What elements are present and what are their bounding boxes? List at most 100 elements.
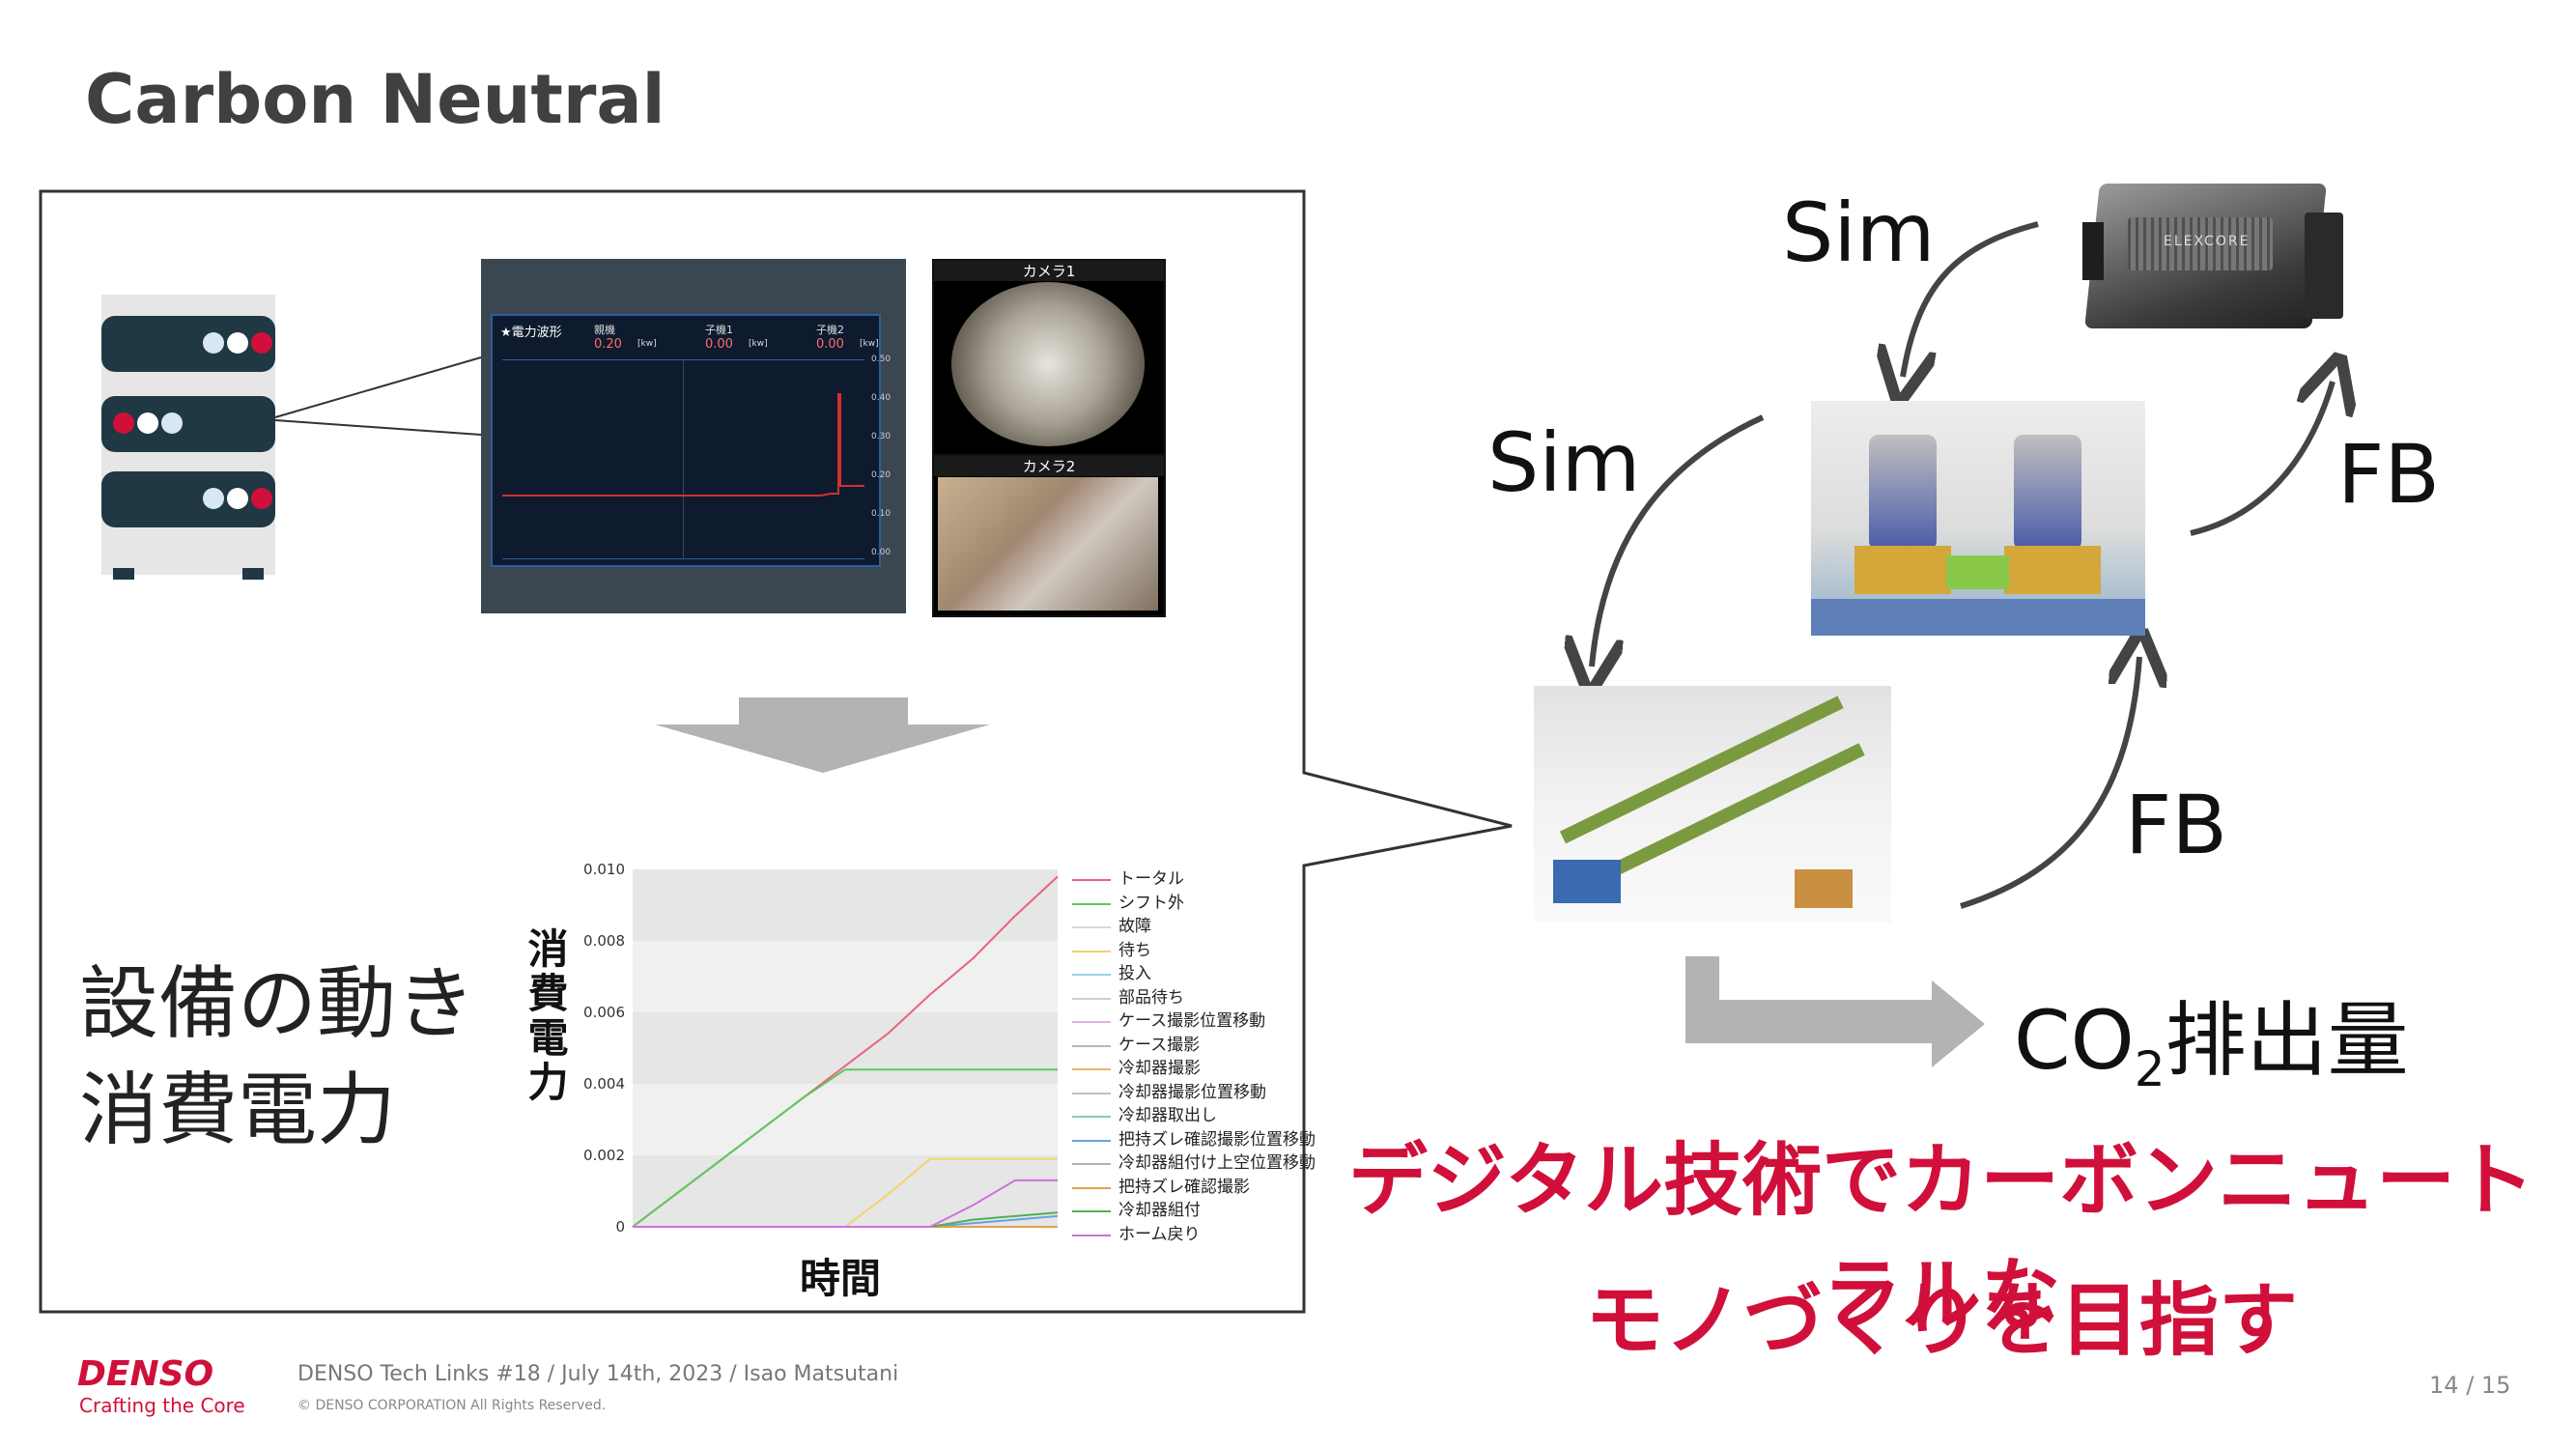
y-tick: 0.40 [871, 393, 892, 403]
server-unit [101, 471, 275, 527]
legend-swatch [1072, 1116, 1111, 1118]
description-text: 設備の動き 消費電力 [79, 952, 475, 1164]
co2-suffix: 排出量 [2165, 993, 2409, 1088]
y-tick-label: 0.004 [583, 1075, 625, 1093]
legend-item: 冷却器組付 [1072, 1199, 1321, 1223]
legend-item: トータル [1072, 867, 1321, 892]
down-arrow-icon [655, 697, 990, 773]
legend-label: 部品待ち [1118, 987, 1184, 1008]
page-number: 14 / 15 [2429, 1372, 2510, 1399]
sim-label: Sim [1782, 185, 1936, 280]
legend-label: 投入 [1118, 964, 1151, 983]
y-tick-label: 0.006 [583, 1004, 625, 1021]
legend-label: 故障 [1118, 917, 1151, 936]
sim-arrow-2 [1592, 414, 1765, 667]
denso-logo: DENSO [77, 1354, 214, 1394]
y-tick: 0.20 [871, 470, 892, 480]
slide-title: Carbon Neutral [85, 60, 665, 139]
legend-label: 把持ズレ確認撮影 [1118, 1177, 1250, 1197]
legend-label: ケース撮影 [1118, 1035, 1201, 1055]
grid-band [633, 1012, 1058, 1084]
legend-unit: [kw] [637, 339, 657, 349]
legend-swatch [1072, 1186, 1111, 1189]
legend-label: ホーム戻り [1118, 1224, 1201, 1244]
tagline-line-1: デジタル技術でカーボンニュートラルな [1347, 1135, 2535, 1342]
controller-device-image: ELEXCORE [2075, 174, 2347, 346]
legend-swatch [1072, 926, 1111, 928]
tagline-line-2: モノづくりを目指す [1584, 1275, 2298, 1367]
legend-item: シフト外 [1072, 892, 1321, 916]
production-line-image [1534, 686, 1891, 923]
fb-label: FB [2337, 427, 2440, 522]
legend-item: 故障 [1072, 915, 1321, 939]
legend-label: 冷却器撮影位置移動 [1118, 1082, 1266, 1102]
fb-arrow-2 [1960, 657, 2139, 909]
y-tick: 0.50 [871, 355, 892, 364]
legend-label: 冷却器撮影 [1118, 1059, 1201, 1078]
legend-name: 子機1 [705, 324, 733, 336]
footer-copyright: © DENSO CORPORATION All Rights Reserved. [297, 1398, 607, 1413]
legend-label: ケース撮影位置移動 [1118, 1011, 1266, 1031]
co2-bent-arrow-icon [1685, 956, 1985, 1067]
legend-item: 投入 [1072, 962, 1321, 986]
legend-item: 冷却器取出し [1072, 1104, 1321, 1128]
legend-swatch [1072, 1163, 1111, 1165]
y-tick: 0.10 [871, 509, 892, 519]
page-current: 14 [2429, 1372, 2459, 1399]
server-rack-icon [101, 295, 275, 580]
legend-swatch [1072, 974, 1111, 976]
legend-value: 0.00 [705, 337, 733, 352]
chart-legend: トータルシフト外故障待ち投入部品待ちケース撮影位置移動ケース撮影冷却器撮影冷却器… [1072, 867, 1321, 1247]
legend-value: 0.20 [594, 337, 622, 352]
grid-band [633, 869, 1058, 941]
camera-2-feed: カメラ2 [932, 454, 1166, 617]
legend-unit: [kw] [860, 339, 879, 349]
legend-swatch [1072, 1234, 1111, 1236]
sim-label: Sim [1487, 415, 1641, 510]
legend-item: ケース撮影 [1072, 1034, 1321, 1058]
legend-swatch [1072, 1210, 1111, 1212]
panel-title: ★電力波形 [500, 326, 562, 340]
legend-item: 冷却器撮影 [1072, 1057, 1321, 1081]
legend-swatch [1072, 1044, 1111, 1047]
fb-label: FB [2125, 778, 2227, 872]
server-unit [101, 396, 275, 452]
legend-swatch [1072, 879, 1111, 881]
server-unit [101, 316, 275, 372]
connector-line-top [274, 356, 482, 418]
grid-band [633, 1155, 1058, 1227]
y-tick-label: 0.008 [583, 932, 625, 950]
legend-label: 待ち [1118, 940, 1151, 960]
legend-item: 冷却器撮影位置移動 [1072, 1081, 1321, 1105]
camera-1-feed: カメラ1 [932, 259, 1166, 456]
chart-x-label: 時間 [800, 1255, 882, 1302]
legend-item: ケース撮影位置移動 [1072, 1009, 1321, 1034]
legend-item: 冷却器組付け上空位置移動 [1072, 1151, 1321, 1176]
y-tick: 0.30 [871, 432, 892, 441]
legend-item: 把持ズレ確認撮影 [1072, 1176, 1321, 1200]
legend-unit: [kw] [749, 339, 768, 349]
legend-swatch [1072, 997, 1111, 1000]
legend-item: 把持ズレ確認撮影位置移動 [1072, 1128, 1321, 1152]
power-waveform-panel: ★電力波形 親機 0.20 [kw] 子機1 0.00 [kw] 子機2 0.0… [491, 314, 891, 567]
legend-label: トータル [1118, 869, 1184, 889]
legend-swatch [1072, 1139, 1111, 1142]
legend-label: 冷却器取出し [1118, 1106, 1217, 1125]
sim-arrow-1 [1903, 221, 2039, 377]
legend-label: 把持ズレ確認撮影位置移動 [1118, 1129, 1316, 1150]
device-brand: ELEXCORE [2164, 234, 2250, 249]
legend-value: 0.00 [816, 337, 844, 352]
legend-item: ホーム戻り [1072, 1223, 1321, 1247]
legend-swatch [1072, 1092, 1111, 1094]
page-total: / 15 [2466, 1372, 2511, 1399]
legend-label: シフト外 [1118, 893, 1184, 913]
legend-swatch [1072, 1021, 1111, 1023]
callout-bubble-border [39, 189, 1513, 1314]
connector-line-bottom [274, 419, 482, 436]
series-line [632, 1068, 1058, 1228]
y-tick-label: 0.010 [583, 861, 625, 878]
robot-cell-image [1811, 401, 2145, 636]
legend-item: 部品待ち [1072, 986, 1321, 1010]
